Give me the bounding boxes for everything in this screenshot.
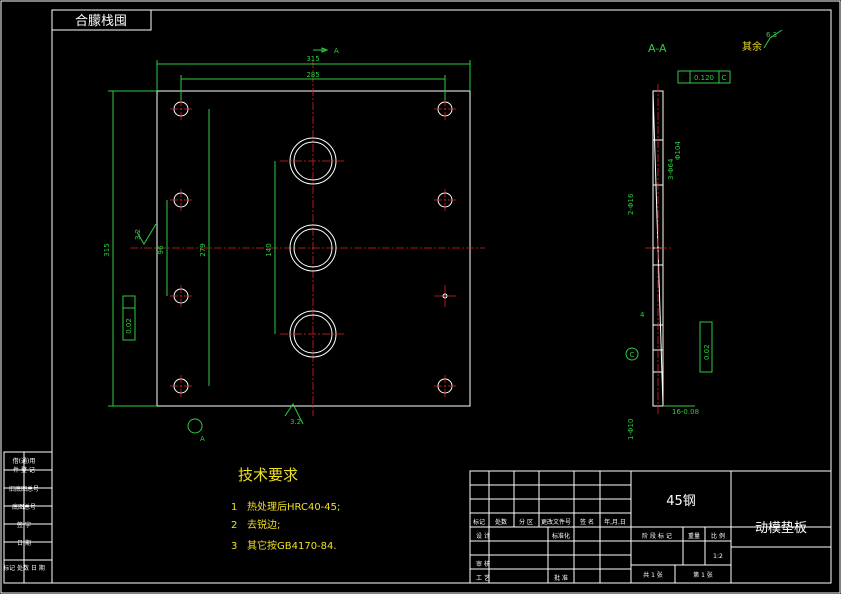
- tb-zone: 分 区: [519, 518, 533, 526]
- tb-process: 工 艺: [476, 574, 490, 582]
- tech-req-no-3: 3: [231, 541, 237, 552]
- tb-standard: 标准化: [552, 532, 570, 540]
- tb-scale-label: 比 例: [711, 532, 725, 540]
- tb-date: 年,月,日: [604, 518, 626, 526]
- main-dimensions: 315 285 315 279 140 96 3.2 0.02 3.2 A A: [103, 47, 471, 443]
- tb-scale: 1:2: [713, 553, 723, 560]
- tech-req-item-1: 热处理后HRC40-45;: [247, 500, 340, 513]
- dim-hole-pitch: 279: [199, 243, 207, 256]
- roughness-bottom: 3.2: [290, 418, 301, 426]
- tb-material: 45钢: [666, 494, 696, 509]
- section-arrow-top: A: [334, 47, 339, 55]
- dim-spacing-small: 96: [157, 245, 165, 254]
- dim-phi104: Φ104: [674, 141, 682, 160]
- tech-req-no-1: 1: [231, 502, 237, 513]
- tech-requirements: 技术要求 1 热处理后HRC40-45; 2 去锐边; 3 其它按GB4170-…: [231, 466, 340, 552]
- tb-count: 处数: [495, 518, 507, 526]
- side-row-2: 件 登 记: [13, 466, 35, 474]
- roughness-value: 6.3: [766, 31, 777, 39]
- section-arrow-bottom: A: [200, 435, 205, 443]
- side-row-5: 签 字: [17, 521, 31, 529]
- tb-stage: 阶 段 标 记: [642, 532, 672, 540]
- tb-part-name: 动模垫板: [755, 520, 807, 536]
- side-row-4: 底图总号: [12, 503, 36, 511]
- tb-sheet-no: 第 1 张: [693, 571, 713, 579]
- section-view-label: A-A: [648, 42, 667, 55]
- tech-req-title: 技术要求: [238, 466, 298, 484]
- tb-sign: 签 名: [580, 518, 594, 526]
- tb-approve: 批 准: [554, 574, 568, 582]
- flatness-top-ref: C: [722, 74, 727, 82]
- flatness-left: 0.02: [125, 318, 133, 334]
- section-dimensions: 0.120 C Φ104 3-Φ64 2-Φ16 4 1-Φ10 C 0.02 …: [625, 70, 731, 440]
- plate-outline: [156, 90, 471, 407]
- mounting-holes: [170, 98, 456, 397]
- roughness-label: 其余: [742, 40, 762, 53]
- roughness-left: 3.2: [134, 229, 142, 240]
- side-table: 借(通)用 件 登 记 旧底图总号 底图总号 签 字 日 期 标记 处数 日 期: [3, 451, 53, 584]
- hole-small: [442, 293, 448, 299]
- tech-req-item-2: 去锐边;: [247, 518, 280, 531]
- dim-center-span: 140: [265, 243, 273, 256]
- tb-weight: 重量: [688, 532, 700, 540]
- stamp-text: 合朦栈囤: [75, 14, 127, 29]
- tb-sheets-total: 共 1 张: [643, 571, 663, 579]
- dim-height-outer: 315: [103, 243, 111, 256]
- flatness-top: 0.120: [694, 74, 714, 82]
- center-bosses: [280, 137, 346, 358]
- tb-design: 设 计: [476, 532, 490, 540]
- dim-phi16: 2-Φ16: [627, 193, 635, 215]
- dim-width-inner: 285: [306, 71, 319, 79]
- side-row-3: 旧底图总号: [9, 485, 39, 493]
- dim-4: 4: [640, 311, 645, 319]
- datum-c: C: [630, 351, 635, 359]
- tb-review: 审 核: [476, 560, 490, 568]
- dim-phi10: 1-Φ10: [627, 419, 635, 440]
- tech-req-no-2: 2: [231, 520, 237, 531]
- tb-change-doc: 更改文件号: [541, 518, 571, 526]
- title-block: 标记 处数 分 区 更改文件号 签 名 年,月,日 设 计 标准化 审 核 工 …: [469, 470, 832, 584]
- dim-width-outer: 315: [306, 55, 319, 63]
- section-view: [645, 84, 672, 415]
- parallel-tol: 0.02: [703, 344, 711, 360]
- tb-mark: 标记: [473, 518, 485, 526]
- side-row-7: 标记 处数 日 期: [3, 564, 45, 572]
- side-row-6: 日 期: [17, 539, 31, 547]
- thickness-dim: 16-0.08: [672, 408, 699, 416]
- drawing-frame: [51, 9, 832, 584]
- stamp-box: [51, 9, 152, 31]
- dim-phi64: 3-Φ64: [667, 158, 675, 180]
- side-row-1: 借(通)用: [13, 457, 36, 465]
- plate-front-view: [130, 60, 485, 416]
- tech-req-item-3: 其它按GB4170-84.: [247, 539, 337, 552]
